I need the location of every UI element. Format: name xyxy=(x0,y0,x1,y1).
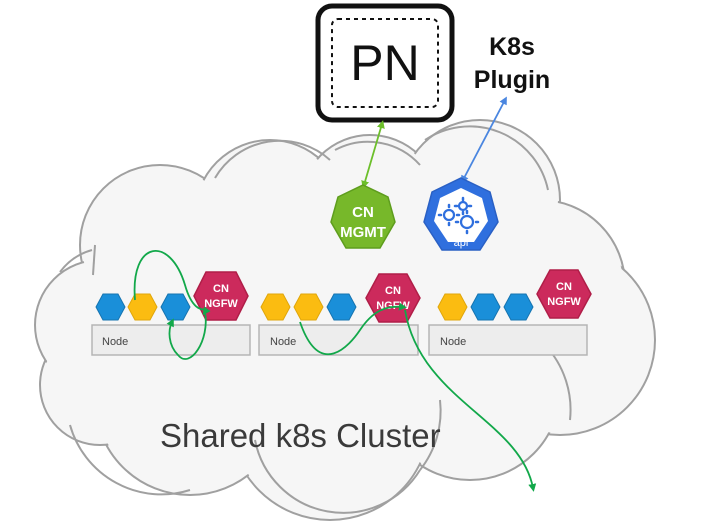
mgmt-label-line2: MGMT xyxy=(340,224,386,241)
pod xyxy=(437,293,468,321)
pod xyxy=(260,293,291,321)
traffic-flow-node-1 xyxy=(133,250,211,316)
pod xyxy=(470,293,501,321)
plugin-label-line1: K8s xyxy=(489,33,535,61)
k8s-api-server[interactable]: api xyxy=(423,177,499,251)
pod xyxy=(160,293,191,321)
ngfw-1-line1: CN xyxy=(213,283,229,295)
node-2-label: Node xyxy=(270,336,296,348)
api-to-plugin-arrow xyxy=(461,96,507,184)
node-2[interactable]: Node xyxy=(258,324,419,356)
api-label: api xyxy=(454,237,469,249)
ngfw-3-line2: NGFW xyxy=(547,296,581,308)
node-3-pods xyxy=(437,293,534,321)
traffic-flow-node-2 xyxy=(299,302,407,356)
pod xyxy=(293,293,324,321)
traffic-flow-node-1-return xyxy=(166,311,207,360)
traffic-flow-egress xyxy=(404,309,537,492)
plugin-label-line2: Plugin xyxy=(474,66,550,94)
node-1-label: Node xyxy=(102,336,128,348)
node-3-ngfw[interactable]: CN NGFW xyxy=(536,269,592,319)
mgmt-label-line1: CN xyxy=(352,204,374,221)
pod xyxy=(127,293,158,321)
ngfw-1-line2: NGFW xyxy=(204,298,238,310)
panorama-box[interactable]: PN xyxy=(315,3,455,123)
pod xyxy=(503,293,534,321)
pod xyxy=(326,293,357,321)
node-3[interactable]: Node xyxy=(428,324,588,356)
panorama-label: PN xyxy=(350,35,419,91)
cn-mgmt[interactable]: CN MGMT xyxy=(330,184,396,249)
k8s-plugin: K8s Plugin xyxy=(474,33,550,94)
ngfw-3-line1: CN xyxy=(556,281,572,293)
cluster-title: Shared k8s Cluster xyxy=(160,417,441,454)
pod xyxy=(95,293,126,321)
mgmt-to-pn-arrow xyxy=(361,120,385,189)
node-2-pods xyxy=(260,293,357,321)
node-1-pods xyxy=(95,293,191,321)
node-3-label: Node xyxy=(440,336,466,348)
gears-icon xyxy=(437,196,480,235)
ngfw-2-line1: CN xyxy=(385,285,401,297)
node-1-ngfw[interactable]: CN NGFW xyxy=(193,271,249,321)
